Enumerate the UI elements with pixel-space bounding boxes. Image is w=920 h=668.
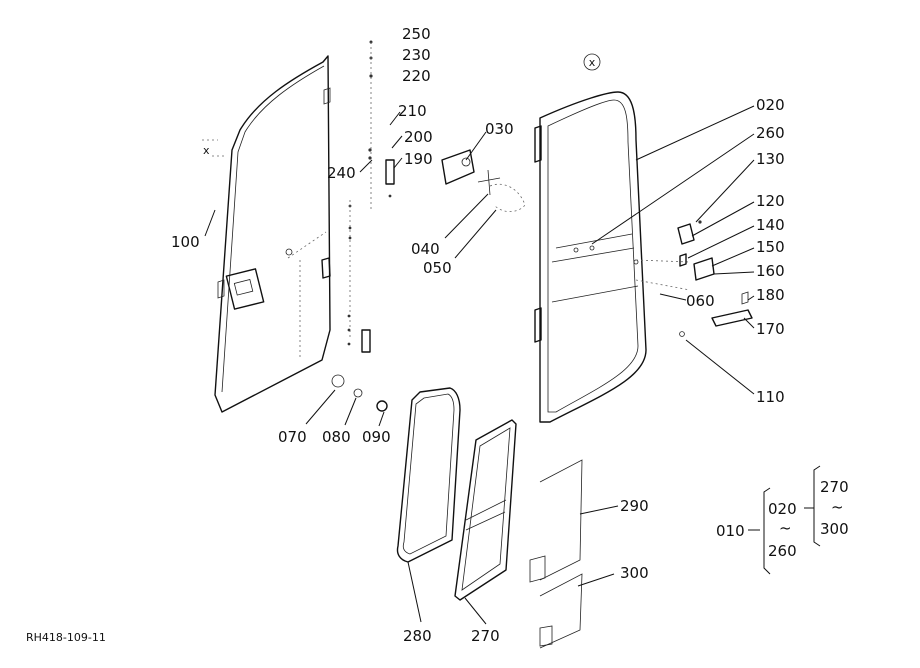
reference-marker-text: x	[589, 56, 596, 69]
label-090: 090	[362, 428, 391, 446]
door-hinge-lower	[347, 314, 371, 353]
label-140: 140	[756, 216, 785, 234]
label-020: 020	[756, 96, 785, 114]
label-150: 150	[756, 238, 785, 256]
label-300: 300	[620, 564, 649, 582]
window-glass	[396, 387, 461, 563]
side-panel-lower	[539, 573, 583, 649]
label-190: 190	[404, 150, 433, 168]
label-270: 270	[471, 627, 500, 645]
label-030: 030	[485, 120, 514, 138]
legend-sub-start: 270	[820, 478, 849, 496]
label-060: 060	[686, 292, 715, 310]
fastener-stack-top	[348, 40, 373, 340]
label-070: 070	[278, 428, 307, 446]
side-panel-upper	[529, 459, 583, 583]
label-110: 110	[756, 388, 785, 406]
legend-range-start: 020	[768, 500, 797, 518]
legend-range-tilde: ~	[779, 519, 792, 537]
label-290: 290	[620, 497, 649, 515]
label-120: 120	[756, 192, 785, 210]
label-250: 250	[402, 25, 431, 43]
label-230: 230	[402, 46, 431, 64]
sliding-window-frame	[454, 419, 517, 601]
label-080: 080	[322, 428, 351, 446]
legend-range-end: 260	[768, 542, 797, 560]
label-260: 260	[756, 124, 785, 142]
label-130: 130	[756, 150, 785, 168]
label-100: 100	[171, 233, 200, 251]
latch-bracket	[441, 149, 526, 212]
right-door-frame	[534, 91, 647, 423]
left-door-panel	[214, 55, 331, 413]
label-200: 200	[404, 128, 433, 146]
label-040: 040	[411, 240, 440, 258]
door-hinge-upper	[368, 148, 395, 198]
assembly-legend: 010 020 ~ 260 270 ~ 300	[716, 465, 849, 575]
legend-sub-tilde: ~	[831, 498, 844, 516]
label-050: 050	[423, 259, 452, 277]
label-210: 210	[398, 102, 427, 120]
label-280: 280	[403, 627, 432, 645]
drawing-code: RH418-109-11	[26, 631, 106, 644]
reference-marker-left: x	[203, 144, 210, 157]
label-160: 160	[756, 262, 785, 280]
reference-marker-circle	[583, 53, 601, 71]
legend-sub-end: 300	[820, 520, 849, 538]
legend-root: 010	[716, 522, 745, 540]
label-240: 240	[327, 164, 356, 182]
door-handle-assembly	[677, 220, 753, 337]
label-170: 170	[756, 320, 785, 338]
label-220: 220	[402, 67, 431, 85]
leader-lines	[204, 105, 755, 625]
part-labels: 250 230 220 210 200 190 240 030 040 050 …	[171, 25, 785, 645]
label-180: 180	[756, 286, 785, 304]
washer-set	[331, 374, 388, 412]
